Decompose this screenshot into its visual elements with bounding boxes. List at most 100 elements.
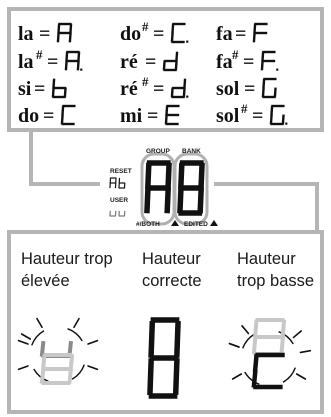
too-low-digit [251,352,285,390]
segment-c [164,187,171,214]
note-name: sol [216,105,240,127]
flash-ray [20,333,32,340]
sharp-sign: # [142,19,149,34]
reset-mini-digits [109,177,126,189]
too-low-caption-line1: Hauteur [237,250,296,268]
note-glyph [162,51,179,72]
segment-f [262,78,266,89]
segment-b [280,319,287,338]
sharp-sign: # [232,47,239,62]
segment-c [63,87,67,98]
note-name: ré [120,78,138,100]
too-high-indicator [17,317,99,385]
flash-ray [299,349,312,354]
segment-b [175,51,179,62]
tuning-state-icons [17,317,312,399]
correct-caption-line1: Hauteur [142,250,201,268]
segment-b [165,162,172,189]
correct-caption-line2: correcte [142,272,202,290]
segment-e [39,340,46,357]
flash-ray [228,342,240,348]
segment-f [165,105,169,116]
note-entry: la= [18,22,73,45]
equals-sign: = [252,105,263,127]
segment-e [56,32,60,43]
equals-sign: = [39,23,50,45]
note-glyph [56,22,73,43]
segment-c [67,340,73,357]
note-entry: si= [18,78,67,100]
note-name: fa [216,23,233,45]
segment-f [145,162,152,189]
equals-sign: = [153,78,164,100]
decimal-point [276,68,279,71]
segment-f [253,23,257,34]
segment-b [174,320,181,358]
user-digit-2 [118,210,126,217]
user-mini-digits [109,210,126,217]
segment-e [39,367,46,384]
segment-e [162,60,166,71]
flash-ray [17,339,29,345]
note-glyph [164,104,180,126]
note-glyph [170,22,189,44]
segment-f [261,51,265,62]
segment-e [251,369,258,388]
flash-ray [87,339,99,345]
flash-ray [17,365,29,371]
segment-c [182,87,186,98]
display-digit-1 [144,160,172,214]
note-entry: ré = [120,51,179,73]
decimal-point [186,40,189,43]
segment-b [68,354,75,371]
edited-label: EDITED [184,221,208,228]
connector-left [29,130,100,186]
segment-e [170,32,174,43]
segment-e [261,87,265,98]
both-arrow-icon [171,220,179,226]
note-entry: do#= [120,19,189,45]
segment-e [51,87,55,98]
equals-sign: = [145,51,156,73]
segment-f [148,320,156,358]
note-name: la [18,51,34,73]
equals-sign: = [43,105,54,127]
segment-e [170,87,174,98]
segment-e [252,32,256,43]
segment-e [64,60,68,71]
reset-digit-a [109,177,117,189]
segment-e [269,114,273,125]
reset-digit-b [118,177,126,189]
segment-e [144,187,151,214]
too-high-caption-line2: élevée [21,272,70,290]
note-name: mi [120,105,143,127]
segment-f [65,51,69,62]
segment-f [253,319,259,338]
highlight-right-digit [173,152,209,226]
user-label: USER [110,197,128,204]
equals-sign: = [153,23,164,45]
segment-f [52,78,56,89]
segment-e [164,114,168,125]
flash-ray [241,325,250,335]
note-name: do [18,105,39,127]
note-glyph [261,77,277,99]
note-entry: do= [18,104,76,127]
segment-f [178,162,185,189]
segment-c [197,187,204,214]
segment-e [177,187,184,214]
user-digit-1 [109,210,117,217]
decimal-point [186,95,189,98]
note-glyph [260,50,279,71]
note-name: la [18,23,34,45]
segment-c [273,87,277,98]
note-name: ré [120,51,138,73]
display-digit-2 [177,160,205,216]
bank-label: BANK [182,148,201,155]
decimal-point [80,68,83,71]
segment-b [183,78,187,89]
flash-ray [231,373,243,380]
note-entry: mi= [120,104,180,127]
note-name: fa [216,51,233,73]
